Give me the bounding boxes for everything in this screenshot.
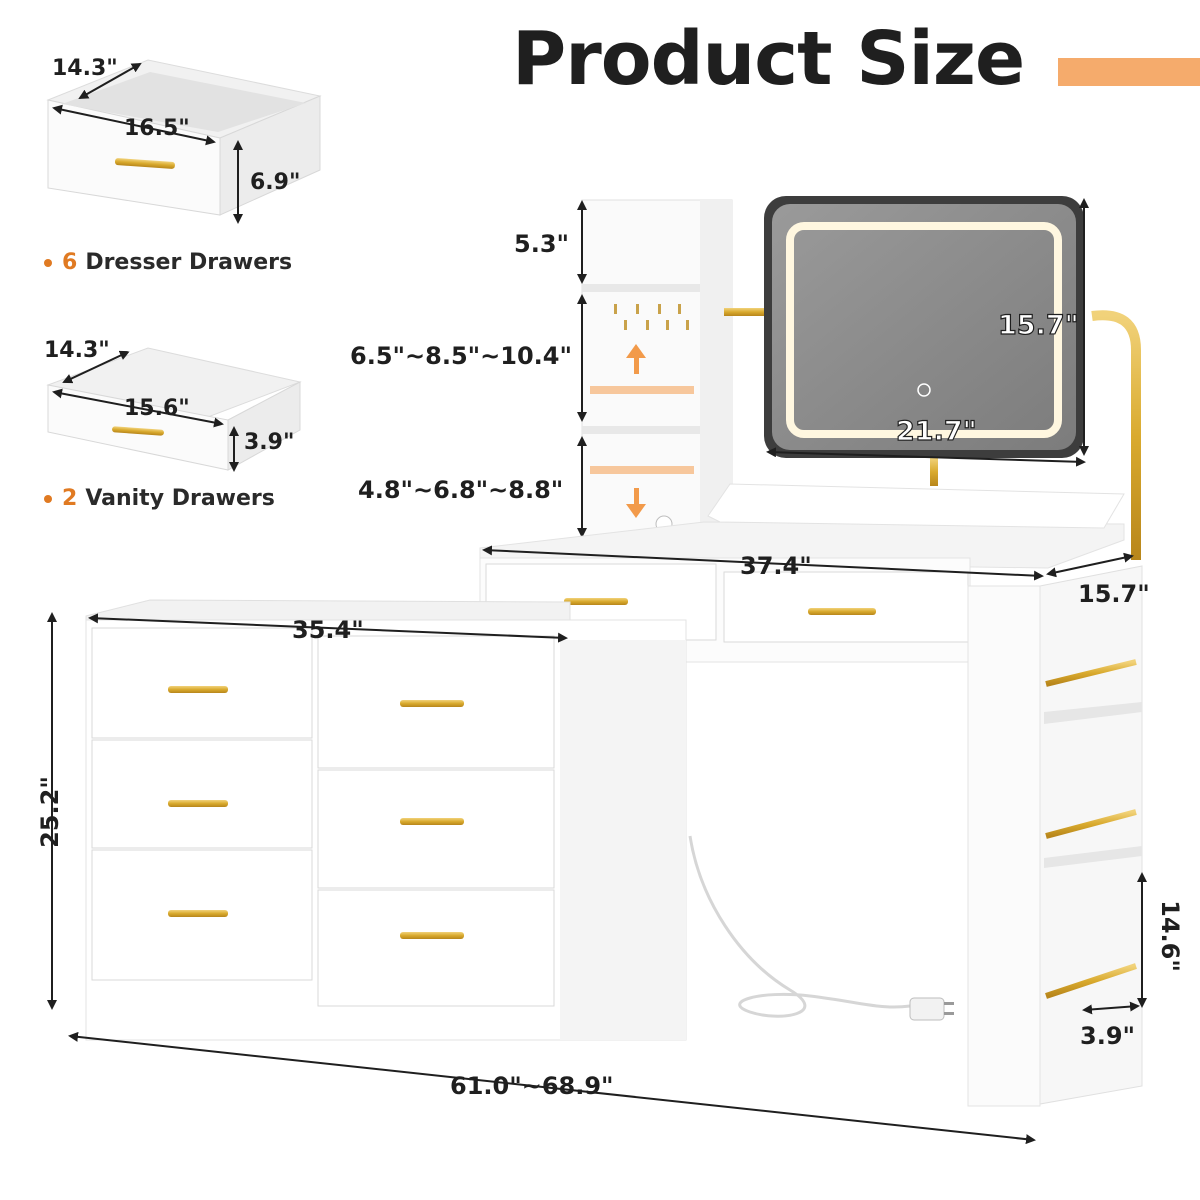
accent-bar	[1058, 58, 1200, 86]
legend-vanity-count: 2	[62, 486, 78, 511]
side-shelf-height: 14.6"	[1156, 900, 1184, 972]
led-mirror	[764, 196, 1141, 560]
mirror-height: 15.7"	[997, 310, 1079, 341]
dresser-drawer-illustration	[46, 59, 322, 224]
dresser-height: 25.2"	[36, 776, 64, 848]
side-shelf-depth: 3.9"	[1080, 1022, 1136, 1050]
legend-dresser-drawers: 6 Dresser Drawers	[44, 252, 292, 274]
legend-vanity-text: Vanity Drawers	[85, 486, 275, 511]
dresser-width: 35.4"	[292, 616, 364, 644]
desk-depth: 15.7"	[1078, 580, 1150, 608]
desk-width: 37.4"	[740, 552, 812, 580]
mirror-width: 21.7"	[895, 416, 977, 447]
dresser-drawer-height: 6.9"	[250, 170, 301, 195]
power-plug-icon	[688, 835, 954, 1021]
arrow-down-icon	[626, 488, 646, 518]
hutch-bottom-shelf-height: 4.8"~6.8"~8.8"	[358, 476, 564, 504]
dresser-drawer-width: 16.5"	[124, 116, 190, 141]
overall-width-arrow	[68, 1031, 1036, 1145]
page-title: Product Size	[512, 16, 1025, 102]
legend-dresser-text: Dresser Drawers	[85, 250, 293, 275]
dresser-drawer-depth: 14.3"	[52, 56, 118, 81]
arrow-up-icon	[626, 344, 646, 374]
dresser-cabinet	[47, 599, 687, 1041]
overall-width: 61.0"~68.9"	[450, 1072, 614, 1100]
hutch-middle-shelf-height: 6.5"~8.5"~10.4"	[350, 342, 572, 370]
legend-dot-icon	[44, 495, 52, 503]
vanity-drawer-depth: 14.3"	[44, 338, 110, 363]
hutch-top-shelf-height: 5.3"	[514, 230, 570, 258]
touch-button-icon	[917, 383, 931, 397]
legend-vanity-drawers: 2 Vanity Drawers	[44, 488, 275, 510]
vanity-drawer-width: 15.6"	[124, 396, 190, 421]
legend-dresser-count: 6	[62, 250, 78, 275]
hutch-shelf-tower	[577, 199, 764, 541]
vanity-drawer-illustration	[46, 347, 302, 472]
legend-dot-icon	[44, 259, 52, 267]
side-shelf-column	[967, 565, 1147, 1107]
vanity-drawer-height: 3.9"	[244, 430, 295, 455]
